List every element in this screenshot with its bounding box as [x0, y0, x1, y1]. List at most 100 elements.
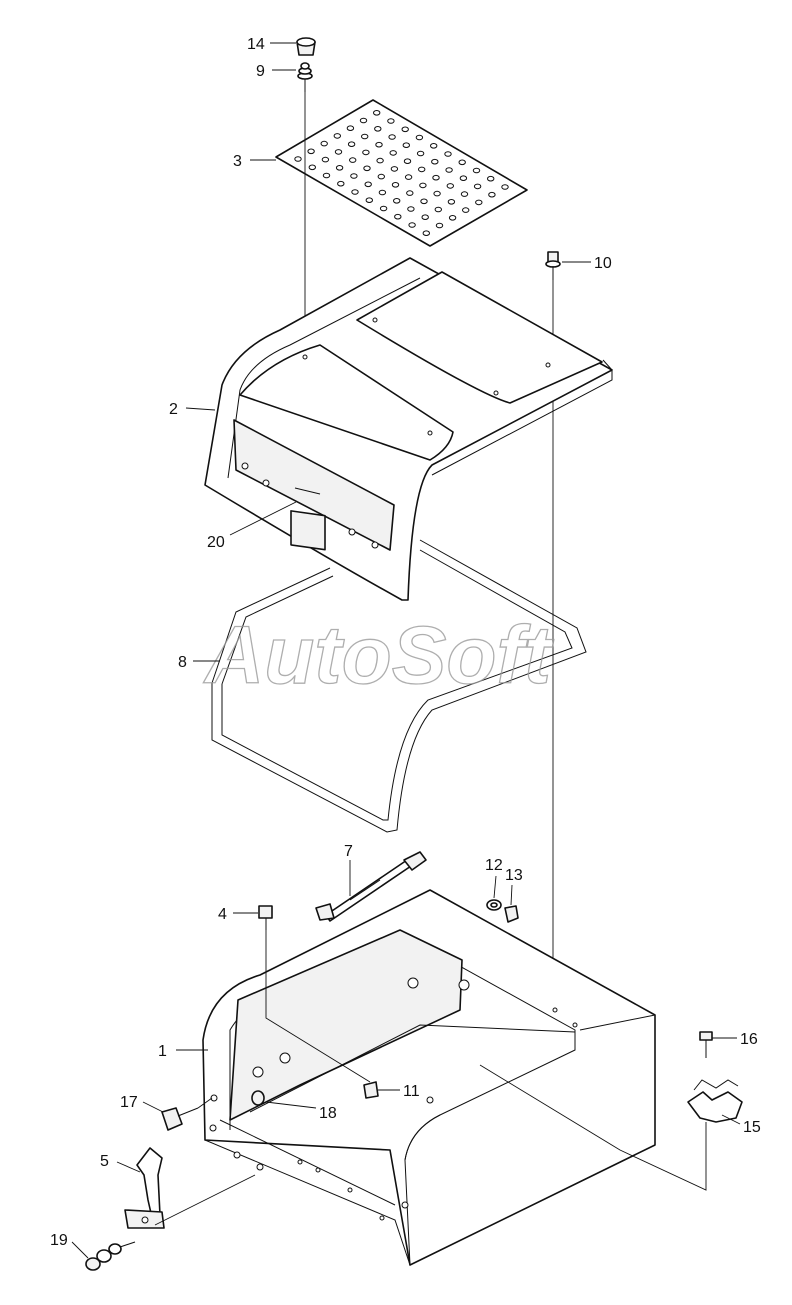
callout-number: 5 [100, 1153, 109, 1170]
callout-4: 4 [218, 906, 258, 923]
assembly-line-bolt-17 [197, 1097, 213, 1109]
plate-perforation [415, 134, 424, 141]
callout-number: 1 [158, 1043, 167, 1060]
callout-number: 17 [120, 1094, 138, 1111]
plate-perforation [419, 182, 427, 189]
plate-perforation [422, 230, 430, 236]
plate-perforation [334, 149, 343, 155]
plate-perforation [375, 141, 383, 148]
part-14-cap [296, 37, 316, 56]
plate-perforation [387, 118, 395, 124]
callout-3: 3 [233, 153, 276, 170]
plate-perforation [448, 215, 457, 221]
callout-number: 16 [740, 1031, 758, 1048]
plate-perforation [347, 141, 356, 147]
plate-perforation [307, 148, 315, 155]
plate-perforation [374, 126, 382, 132]
callout-1: 1 [158, 1043, 208, 1060]
callout-5: 5 [100, 1153, 141, 1173]
callout-number: 18 [319, 1105, 337, 1122]
plate-perforation [416, 150, 425, 157]
callout-number: 2 [169, 401, 178, 418]
plate-perforation [379, 205, 388, 212]
plate-perforation [462, 207, 470, 213]
callout-10: 10 [562, 255, 612, 272]
callout-11: 11 [378, 1083, 420, 1100]
plate-perforation [377, 173, 385, 180]
part-11-nut [363, 1081, 379, 1099]
plate-perforation [402, 142, 410, 148]
part-4-bolt [258, 905, 273, 930]
plate-perforation [320, 140, 328, 147]
watermark: AutoSoft [203, 610, 555, 701]
callout-number: 13 [505, 867, 523, 884]
callout-number: 4 [218, 906, 227, 923]
plate-perforation [418, 166, 426, 173]
plate-perforation [378, 189, 387, 196]
assembly-line-bolt-4 [265, 930, 371, 1083]
plate-perforation [403, 158, 412, 164]
callout-9: 9 [256, 63, 296, 80]
callout-number: 11 [403, 1083, 420, 1100]
callout-15: 15 [721, 1114, 761, 1136]
plate-perforation [333, 133, 341, 139]
plate-perforation [308, 164, 316, 171]
callout-12: 12 [485, 857, 503, 899]
callout-13: 13 [505, 867, 523, 906]
assembly-line-clip [479, 1064, 707, 1191]
part-8-seal-frame [211, 539, 587, 833]
plate-perforation [488, 191, 496, 198]
part-5-latch [124, 1147, 165, 1229]
callout-18: 18 [265, 1101, 337, 1122]
part-12-washer [486, 899, 502, 911]
plate-perforation [430, 143, 438, 149]
plate-perforation [322, 172, 331, 179]
plate-perforation [351, 189, 359, 195]
plate-perforation [447, 199, 456, 205]
part-2-top-cover [204, 257, 613, 601]
part-1-base-box [202, 889, 656, 1266]
callout-19: 19 [50, 1232, 89, 1259]
plate-perforation [349, 157, 357, 163]
callout-number: 10 [594, 255, 612, 272]
plate-perforation [346, 125, 355, 131]
callout-number: 15 [743, 1119, 761, 1136]
plate-perforation [408, 222, 416, 228]
callout-number: 19 [50, 1232, 68, 1249]
plate-perforation [350, 173, 358, 179]
callout-group: 1 2 3 4 5 7 8 9 [50, 36, 761, 1259]
plate-perforation [362, 149, 370, 156]
plate-perforation [294, 156, 302, 162]
plate-perforation [376, 157, 384, 164]
plate-perforation [361, 133, 369, 140]
plate-perforation [444, 151, 452, 157]
part-15-clip [687, 1079, 743, 1123]
part-9-screw-washer [297, 62, 313, 92]
plate-perforation [388, 134, 396, 140]
plate-perforation [459, 175, 468, 181]
part-13-nut [504, 905, 519, 923]
plate-perforation [434, 206, 442, 213]
plate-perforation [407, 206, 415, 212]
callout-number: 14 [247, 36, 265, 53]
plate-perforation [432, 174, 440, 181]
callout-number: 12 [485, 857, 503, 874]
plate-perforation [487, 175, 495, 182]
part-19-screw-set [85, 1241, 136, 1271]
plate-perforation [475, 199, 483, 206]
callout-7: 7 [344, 843, 353, 896]
plate-perforation [364, 181, 372, 188]
plate-perforation [389, 150, 397, 156]
plate-perforation [431, 158, 439, 165]
plate-perforation [321, 156, 330, 163]
plate-perforation [390, 166, 399, 172]
plate-perforation [391, 182, 400, 188]
plate-perforation [406, 190, 414, 196]
callout-17: 17 [120, 1094, 164, 1113]
plate-perforation [337, 180, 345, 187]
plate-perforation [435, 222, 444, 229]
part-10-bolt [545, 251, 561, 280]
part-18-spacers [251, 1090, 265, 1106]
plate-perforation [445, 167, 453, 173]
